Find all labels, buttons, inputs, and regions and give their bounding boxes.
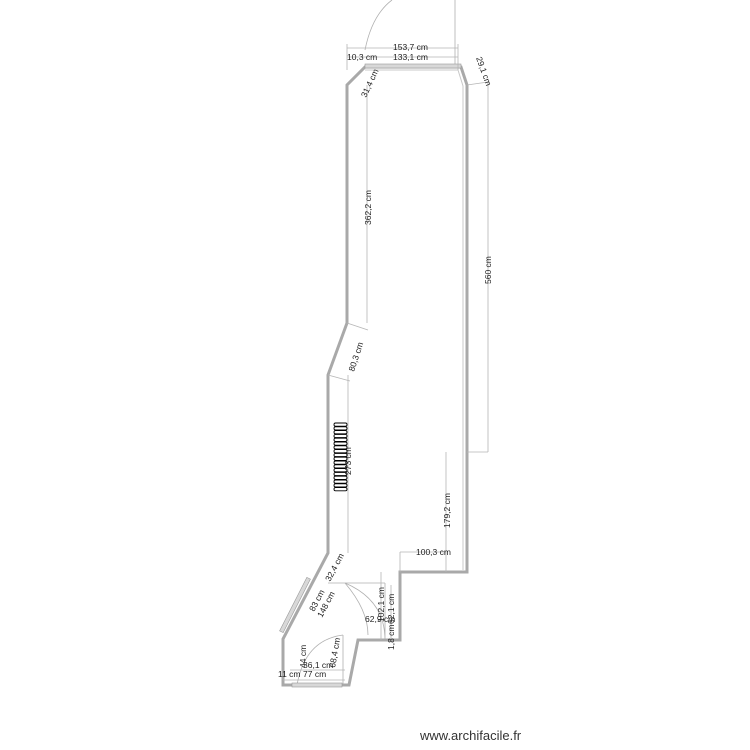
- stair-tread: [333, 430, 348, 435]
- window-lower-left: [279, 576, 311, 634]
- stair-tread: [333, 441, 348, 446]
- stair-tread: [333, 433, 348, 439]
- stair-tread: [333, 445, 348, 450]
- stair-tread: [333, 449, 348, 454]
- stair-tread: [333, 437, 348, 442]
- door-swing-bottom: [296, 634, 344, 686]
- dim-lower-small: 1,8 cm: [386, 624, 396, 650]
- stair-tread: [333, 483, 348, 488]
- door-swing-top: [364, 0, 456, 67]
- dim-lower-right-b: 62,1 cm: [386, 594, 396, 624]
- door-swing-middle: [344, 582, 386, 641]
- wall-outline: [281, 65, 469, 687]
- watermark: www.archifacile.fr: [419, 728, 522, 743]
- wall-inner: [365, 69, 464, 570]
- dim-lower-right-a: 102,1 cm: [376, 587, 386, 622]
- dim-right-lower: 179,2 cm: [442, 493, 452, 528]
- door-swing-lower: [328, 582, 369, 636]
- dim-left-stairs: 273 cm: [343, 447, 353, 475]
- dim-bottom-a: 36,1 cm: [303, 660, 333, 670]
- dim-bottom-b: 68,4 cm: [327, 637, 342, 669]
- stair-tread: [333, 422, 348, 427]
- stairs: [333, 422, 348, 492]
- dim-lower-mid: 62,9 cm: [365, 614, 395, 624]
- stair-tread: [333, 468, 348, 473]
- stair-tread: [333, 456, 348, 461]
- dim-left-diagonal: 80,3 cm: [346, 341, 365, 373]
- dim-top-inner: 133,1 cm: [393, 52, 428, 62]
- window-top: [364, 63, 462, 69]
- stair-tread: [333, 464, 348, 469]
- stair-tread: [333, 475, 348, 480]
- window-bottom: [291, 682, 343, 688]
- dim-top-right-chamfer: 29,1 cm: [474, 55, 494, 87]
- dim-left-upper: 362,2 cm: [363, 190, 373, 225]
- stair-tread: [333, 426, 348, 431]
- stair-tread: [333, 487, 348, 492]
- stair-tread: [333, 452, 348, 458]
- dim-right-full: 560 cm: [483, 256, 493, 284]
- dim-bottom-c: 44 cm: [298, 645, 308, 668]
- stair-tread: [333, 479, 348, 484]
- dim-top-outer: 153,7 cm: [393, 42, 428, 52]
- dim-bottom-width: 77 cm: [303, 669, 326, 679]
- dim-top-left-offset: 10,3 cm: [347, 52, 377, 62]
- stair-tread: [333, 471, 348, 477]
- dim-step: 100,3 cm: [416, 547, 451, 557]
- dim-bottom-left: 11 cm: [278, 669, 301, 679]
- stair-tread: [333, 460, 348, 465]
- dimension-lines: [283, 44, 489, 681]
